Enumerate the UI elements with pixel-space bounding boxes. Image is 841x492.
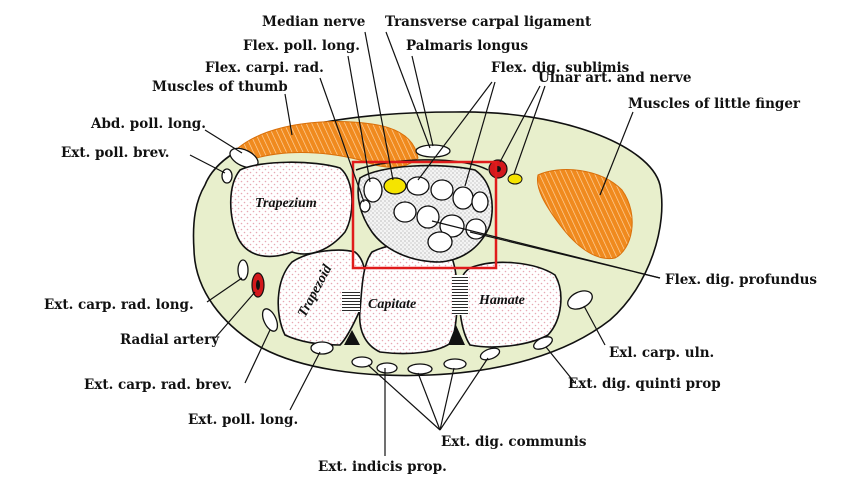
muscles-of-thumb [237, 121, 419, 168]
flex-dig-sublimis-tendon-4 [471, 191, 489, 213]
label-muscles-of-little-finger: Muscles of little finger [628, 96, 801, 112]
label-flex-dig-sublimis: Flex. dig. sublimis [491, 60, 630, 76]
ext-carp-rad-brev-tendon [261, 308, 279, 332]
flex-dig-sublimis-tendon-1 [406, 176, 430, 196]
label-ext-carp-rad-long: Ext. carp. rad. long. [44, 297, 194, 313]
ext-dig-quinti-prop-tendon [533, 336, 553, 350]
ext-dig-communis-tendon-2 [407, 363, 433, 375]
ext-poll-long-tendon [310, 341, 334, 355]
trapezium-label: Trapezium [255, 196, 317, 211]
label-transverse-carpal-ligament: Transverse carpal ligament [385, 14, 592, 30]
label-palmaris-longus: Palmaris longus [406, 38, 528, 54]
ext-dig-communis-tendon-3 [443, 358, 467, 370]
label-ext-dig-quinti-prop: Ext. dig. quinti prop [568, 376, 721, 392]
ligament-wedge-right [448, 325, 465, 345]
trapezoid-bone [277, 249, 367, 346]
label-median-nerve: Median nerve [262, 14, 365, 30]
flex-dig-profundus-tendon-2 [416, 205, 440, 229]
transverse-carpal-ligament [355, 159, 489, 171]
flex-dig-profundus-tendon-5 [427, 231, 453, 253]
ligament-wedge-left [344, 330, 360, 345]
label-ext-poll-brev: Ext. poll. brev. [61, 145, 169, 161]
label-flex-carpi-rad: Flex. carpi. rad. [205, 60, 324, 76]
palmaris-longus-tendon [415, 144, 451, 158]
label-ext-indicis-prop: Ext. indicis prop. [318, 459, 447, 475]
label-flex-poll-long: Flex. poll. long. [243, 38, 360, 54]
label-radial-artery: Radial artery [120, 332, 220, 348]
intercarpal-ligament-right [452, 275, 468, 315]
label-ulnar-art-nerve: Ulnar art. and nerve [538, 70, 691, 86]
label-ext-dig-communis: Ext. dig. communis [441, 434, 587, 450]
flex-dig-sublimis-tendon-3 [452, 186, 474, 210]
ext-indicis-prop-tendon [351, 356, 373, 368]
flex-dig-sublimis-tendon-2 [430, 179, 454, 201]
label-muscles-of-thumb: Muscles of thumb [152, 79, 288, 95]
ext-dig-communis-tendon-4 [479, 347, 501, 361]
hamate-label: Hamate [478, 293, 525, 308]
ext-carp-rad-long-tendon [237, 259, 249, 281]
leader-lines [189, 31, 661, 456]
exl-carp-uln-tendon [567, 290, 593, 310]
ext-dig-communis-tendon-1 [376, 362, 398, 374]
muscles-of-little-finger [536, 169, 633, 260]
flex-dig-profundus-tendon-4 [465, 218, 487, 240]
radial-artery-lumen [256, 280, 260, 290]
trapezium-bone [229, 161, 353, 258]
ext-poll-brev-tendon [221, 168, 233, 184]
carpal-tunnel-highlight-box [351, 160, 498, 270]
label-ext-carp-rad-brev: Ext. carp. rad. brev. [84, 377, 232, 393]
label-abd-poll-long: Abd. poll. long. [90, 116, 206, 132]
label-exl-carp-uln: Exl. carp. uln. [609, 345, 714, 361]
flex-poll-long-tendon [363, 177, 383, 203]
flex-carpi-rad-tendon [359, 199, 371, 213]
label-flex-dig-profundus: Flex. dig. profundus [665, 272, 817, 288]
capitate-label: Capitate [368, 297, 416, 312]
label-ext-poll-long: Ext. poll. long. [188, 412, 298, 428]
median-nerve [383, 177, 407, 195]
flex-dig-profundus-tendon-1 [393, 201, 417, 223]
ulnar-nerve [507, 173, 523, 185]
intercarpal-ligament-left [342, 290, 360, 312]
